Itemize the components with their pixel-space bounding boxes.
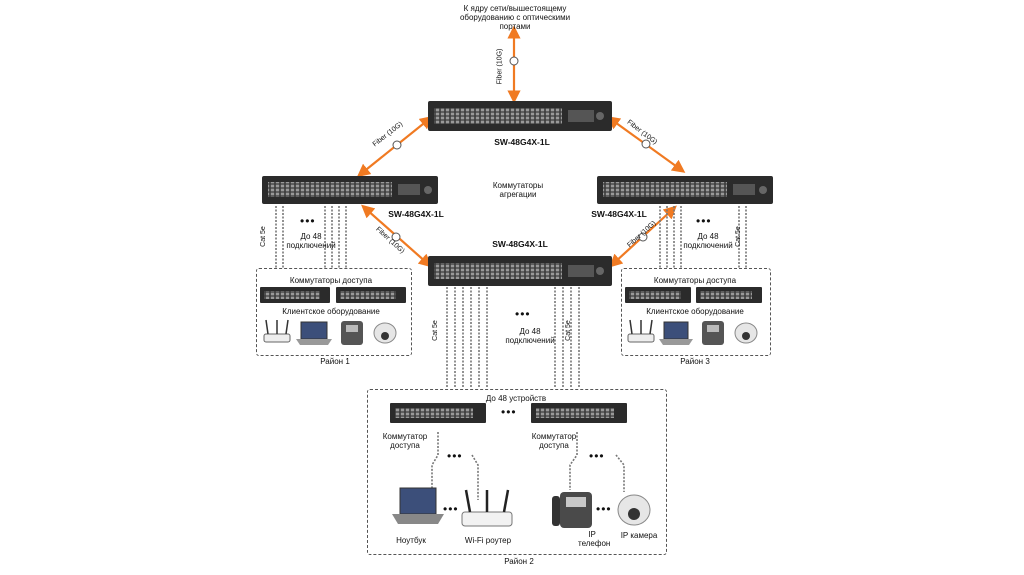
bottom-switch-label: SW-48G4X-1L: [492, 239, 548, 249]
core-note: К ядру сети/вышестоящему оборудованию с …: [459, 4, 571, 31]
fiber-links: [356, 25, 686, 268]
laptop-label: Ноутбук: [396, 536, 426, 545]
ellipsis-devices-c: •••: [443, 502, 459, 516]
up-to-48-left: До 48 подключений: [286, 232, 336, 250]
ellipsis-devices-a: •••: [447, 449, 463, 463]
district-1-label: Район 1: [320, 357, 350, 366]
ellipsis-left: •••: [300, 214, 316, 228]
access-switch-label-b: Коммутатор доступа: [531, 432, 577, 450]
ellipsis-devices-b: •••: [589, 449, 605, 463]
aggregation-switch-right: [597, 176, 773, 204]
cat5e-label-bottom-right: Cat 5e: [564, 320, 572, 341]
district-2-label: Район 2: [504, 557, 534, 566]
cat5e-label-left: Cat 5e: [259, 226, 267, 247]
fiber-coil-icon: [638, 232, 648, 242]
laptop-icon: [399, 487, 437, 515]
access-switches-label-1: Коммутаторы доступа: [289, 276, 373, 285]
district-1-box: [256, 268, 412, 356]
access-switches-district-1: [260, 287, 406, 303]
left-switch-label: SW-48G4X-1L: [388, 209, 444, 219]
up-to-48-devices-label: До 48 устройств: [485, 394, 547, 403]
district-3-box: [621, 268, 771, 356]
fiber-coil-icons: [391, 56, 651, 242]
core-switch-label: SW-48G4X-1L: [494, 137, 550, 147]
district-2-box: [367, 389, 667, 555]
copper-cables: [275, 206, 747, 500]
access-switches-district-3: [625, 287, 762, 303]
fiber-coil-icon: [391, 232, 401, 242]
aggregation-switch-left: [262, 176, 438, 204]
wifi-router-label: Wi-Fi роутер: [464, 536, 512, 545]
client-equipment-label-1: Клиентское оборудование: [282, 307, 380, 316]
access-switches-district-2: [390, 403, 627, 423]
right-switch-label: SW-48G4X-1L: [591, 209, 647, 219]
client-devices-district-2: [392, 487, 651, 528]
district-3-label: Район 3: [680, 357, 710, 366]
fiber-label-core: Fiber (10G): [496, 48, 504, 85]
ellipsis-access: •••: [501, 405, 517, 419]
up-to-48-right: До 48 подключений: [683, 232, 733, 250]
ellipsis-right: •••: [696, 214, 712, 228]
access-switch-label-a: Коммутатор доступа: [382, 432, 428, 450]
cat5e-label-right: Cat 5e: [734, 226, 742, 247]
aggregation-label: Коммутаторы агрегации: [492, 181, 544, 199]
core-switch: [428, 101, 612, 131]
client-devices-district-1: [263, 319, 397, 345]
fiber-coil-icon: [392, 140, 402, 150]
up-to-48-bottom: До 48 подключений: [505, 327, 555, 345]
aggregation-switch-bottom: [428, 256, 612, 286]
access-switches-label-3: Коммутаторы доступа: [653, 276, 737, 285]
ellipsis-bottom: •••: [515, 307, 531, 321]
client-equipment-label-3: Клиентское оборудование: [646, 307, 744, 316]
ip-camera-label: IP камера: [620, 531, 658, 540]
fiber-coil-icon: [641, 139, 651, 149]
client-devices-district-3: [627, 319, 758, 345]
fiber-coil-icon: [509, 56, 519, 66]
ip-phone-label: IP телефон: [578, 530, 611, 548]
ellipsis-devices-d: •••: [596, 502, 612, 516]
cat5e-label-bottom-left: Cat 5e: [431, 320, 439, 341]
